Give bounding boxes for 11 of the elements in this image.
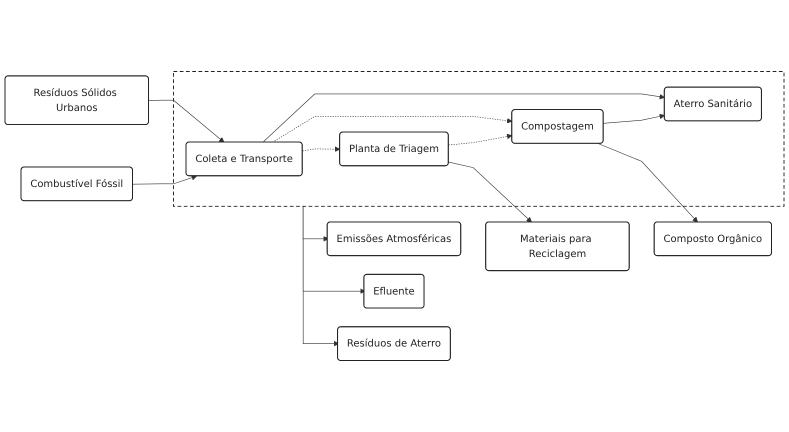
arrow <box>603 114 665 124</box>
cluster <box>173 71 784 207</box>
arrow <box>148 100 224 143</box>
arrow <box>448 134 512 146</box>
arrow <box>272 116 512 143</box>
arrow <box>302 146 340 152</box>
arrow <box>302 206 340 346</box>
arrow <box>598 143 698 222</box>
arrow <box>448 162 532 222</box>
arrow <box>262 94 665 143</box>
arrow <box>132 175 197 184</box>
